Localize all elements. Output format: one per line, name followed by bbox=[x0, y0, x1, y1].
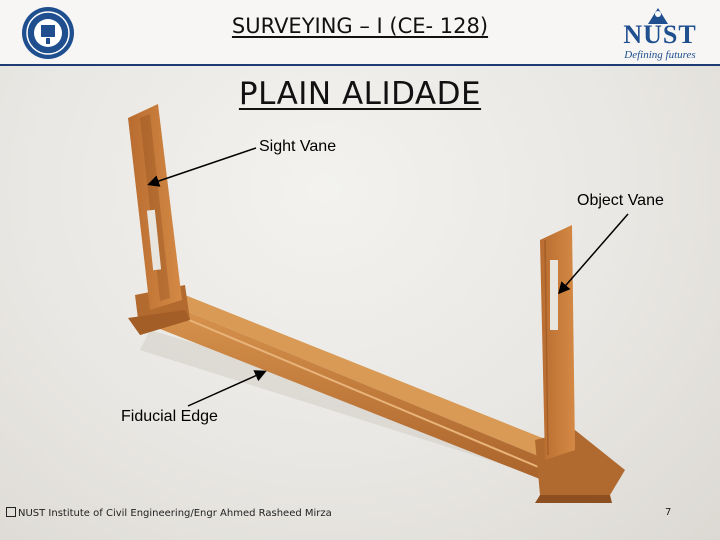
ruler-top bbox=[160, 295, 585, 465]
object-vane-arrow bbox=[558, 213, 629, 295]
sight-vane-arrow bbox=[147, 147, 257, 187]
course-title: SURVEYING – I (CE- 128) bbox=[0, 14, 720, 38]
footer-credit: NUST Institute of Civil Engineering/Engr… bbox=[6, 507, 332, 519]
header-rule bbox=[0, 64, 720, 66]
nust-tagline: Defining futures bbox=[624, 49, 696, 61]
slide-title-text: PLAIN ALIDADE bbox=[238, 76, 482, 112]
university-seal-logo bbox=[22, 7, 74, 59]
fiducial-edge-label: Fiducial Edge bbox=[121, 408, 218, 425]
header-bar: SURVEYING – I (CE- 128) NUST Defining fu… bbox=[0, 0, 720, 66]
object-vane-label: Object Vane bbox=[577, 192, 664, 209]
nust-emblem-icon bbox=[648, 8, 668, 24]
page-number: 7 bbox=[665, 507, 672, 518]
sight-vane bbox=[128, 104, 182, 310]
fiducial-edge-arrow bbox=[187, 370, 267, 407]
footer-credit-text: NUST Institute of Civil Engineering/Engr… bbox=[18, 508, 332, 519]
slide-title: PLAIN ALIDADE bbox=[0, 76, 720, 112]
checkbox-bullet-icon bbox=[6, 507, 16, 517]
nust-logo: NUST Defining futures bbox=[602, 6, 714, 62]
course-title-text: SURVEYING – I (CE- 128) bbox=[231, 14, 489, 38]
sight-vane-label: Sight Vane bbox=[259, 138, 337, 155]
nust-wordmark: NUST bbox=[623, 20, 697, 49]
